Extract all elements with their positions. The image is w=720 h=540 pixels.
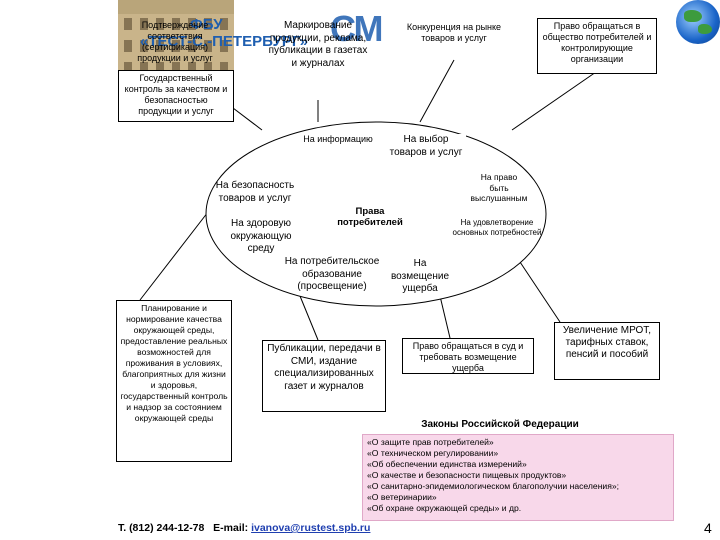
connector-publications	[299, 295, 319, 341]
box-planning: Планирование и нормирование качества окр…	[116, 300, 232, 462]
page-number: 4	[704, 520, 712, 536]
footer-email-link[interactable]: ivanova@rustest.spb.ru	[251, 522, 371, 534]
box-competition: Конкуренция на рынке товаров и услуг	[406, 22, 502, 43]
right-environment: На здоровую окружающую среду	[230, 218, 292, 254]
footer-phone: Т. (812) 244-12-78	[118, 522, 205, 534]
box-court: Право обращаться в суд и требовать возме…	[402, 338, 534, 374]
laws-list: «О защите прав потребителей» «О техничес…	[362, 434, 674, 521]
right-basic-needs: На удовлетворение основных потребностей	[452, 218, 542, 237]
law-item: «О техническом регулировании»	[367, 448, 499, 458]
box-wages: Увеличение МРОТ, тарифных ставок, пенсий…	[554, 322, 660, 380]
connector-right-to-apply	[511, 71, 597, 131]
connector-state-control	[232, 107, 263, 131]
law-item: «О ветеринарии»	[367, 492, 437, 502]
law-item: «Об обеспечении единства измерений»	[367, 459, 527, 469]
right-heard: На право быть выслушанным	[470, 172, 528, 203]
connector-court	[439, 295, 451, 339]
logo-org-short: ФБУ	[190, 16, 223, 33]
ellipse-center-title: Права потребителей	[337, 206, 403, 228]
footer-email-label: E-mail:	[213, 522, 249, 534]
connector-competition	[419, 59, 455, 123]
box-publications: Публикации, передачи в СМИ, издание спец…	[262, 340, 386, 412]
globe-icon	[676, 0, 720, 44]
laws-title: Законы Российской Федерации	[330, 415, 670, 435]
box-state-control: Государственный контроль за качеством и …	[118, 70, 234, 122]
right-information: На информацию	[296, 134, 380, 164]
connector-wages	[519, 261, 561, 323]
footer-contacts: Т. (812) 244-12-78 E-mail: ivanova@ruste…	[118, 522, 370, 534]
right-choice: На выбор товаров и услуг	[386, 134, 466, 192]
logo-org-name: «ТЕСТ-С.-ПЕТЕРБУРГ»	[140, 33, 309, 50]
right-safety: На безопасность товаров и услуг	[215, 180, 295, 204]
law-item: «Об охране окружающей среды» и др.	[367, 503, 522, 513]
law-item: «О защите прав потребителей»	[367, 437, 494, 447]
right-education: На потребительское образование (просвеще…	[284, 256, 380, 292]
logo-mark: СМ	[330, 8, 383, 49]
box-confirmation: Подтверждение соответствия (сертификация…	[137, 20, 213, 63]
law-item: «О качестве и безопасности пищевых проду…	[367, 470, 567, 480]
connector-environment	[139, 211, 209, 301]
box-right-to-apply: Право обращаться в общество потребителей…	[537, 18, 657, 74]
right-compensation: На возмещение ущерба	[390, 258, 450, 294]
box-marking: Маркирование продукции, реклама, публика…	[268, 20, 368, 69]
law-item: «О санитарно-эпидемиологическом благопол…	[367, 481, 620, 491]
